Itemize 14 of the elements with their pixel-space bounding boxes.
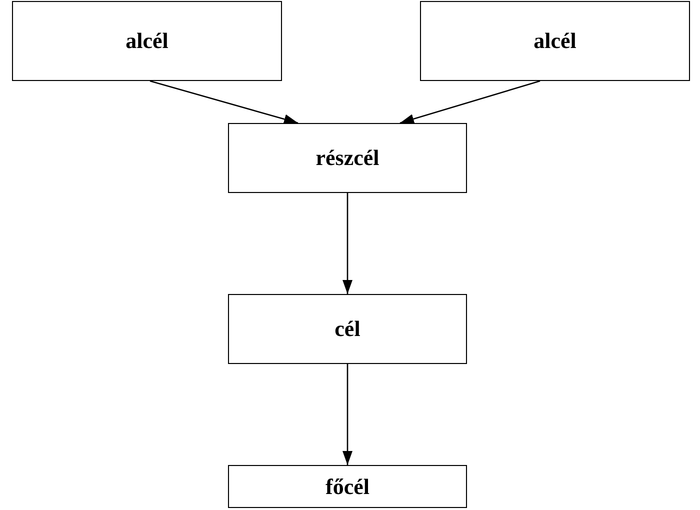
box-label: részcél	[316, 145, 380, 171]
box-label: alcél	[534, 28, 576, 54]
arrow	[150, 80, 298, 124]
process-box	[228, 465, 467, 508]
box-label: főcél	[326, 474, 370, 500]
arrow	[400, 80, 540, 124]
box-label: cél	[334, 316, 360, 342]
arrow	[342, 193, 352, 294]
process-box	[12, 1, 282, 81]
process-box	[228, 294, 467, 364]
process-box	[420, 1, 690, 81]
arrow	[342, 364, 352, 465]
process-box	[228, 123, 467, 193]
box-label: alcél	[126, 28, 168, 54]
